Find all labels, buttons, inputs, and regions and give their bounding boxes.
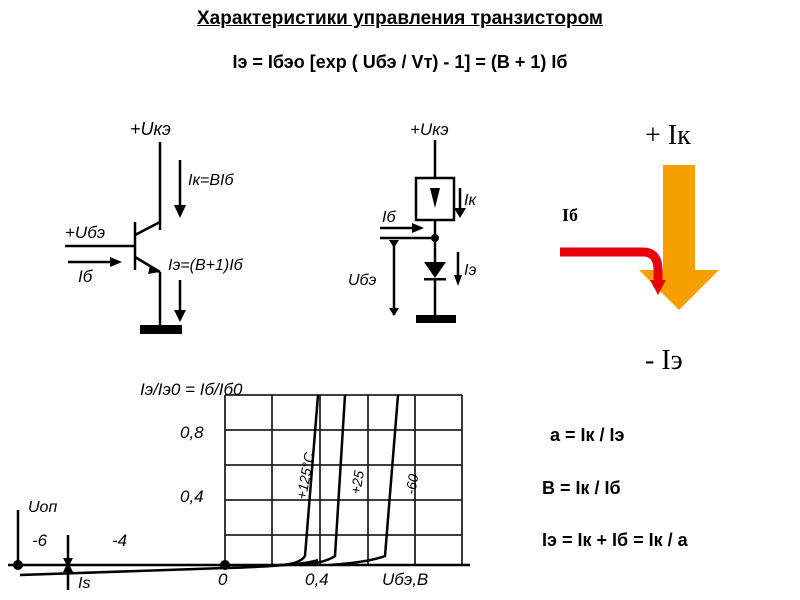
mid-ib-label: Iб xyxy=(382,209,396,226)
uop-label: Uоп xyxy=(28,499,57,516)
chart-xlabel: Uбэ,В xyxy=(382,570,428,589)
base-current-arrow xyxy=(560,247,663,282)
curve-25 xyxy=(299,394,347,567)
alpha-relation: a = Iк / Iэ xyxy=(550,425,625,445)
main-formula: Iэ = Iбэо [exp ( Uбэ / Vт) - 1] = (B + 1… xyxy=(232,52,568,72)
left-input-label: +Uбэ xyxy=(65,223,105,242)
curve-label-125: +125°C xyxy=(293,450,317,500)
minus-ie-label: - Iэ xyxy=(645,345,683,376)
curve-minus60 xyxy=(329,394,400,567)
transistor-circuit-left: +Uкэ Iк=BIб +Uбэ Iб Iэ=(B+1)Iб xyxy=(65,119,244,334)
collector-current-arrow xyxy=(639,165,719,310)
plus-ik-label: + Iк xyxy=(645,120,691,151)
chart-ylabel: Iэ/Iэ0 = Iб/Iб0 xyxy=(140,380,243,399)
mid-supply-label: +Uкэ xyxy=(410,120,449,139)
input-characteristic-chart: Iэ/Iэ0 = Iб/Iб0 0,8 0,4 -6 -4 0 0,4 Uбэ,… xyxy=(8,380,470,592)
sum-relation: Iэ = Iк + Iб = Iк / a xyxy=(542,530,688,550)
left-ie-label: Iэ=(B+1)Iб xyxy=(168,257,244,274)
equivalent-circuit: +Uкэ Iк Iб Iэ Uбэ xyxy=(348,120,477,323)
x-tick-minus6: -6 xyxy=(32,531,48,550)
curve-label-minus60: -60 xyxy=(402,473,421,496)
mid-ube-label: Uбэ xyxy=(348,272,377,289)
x-tick-0: 0 xyxy=(218,570,228,589)
x-tick-04: 0,4 xyxy=(305,570,329,589)
left-supply-label: +Uкэ xyxy=(130,119,171,139)
current-flow-arrows xyxy=(560,165,719,310)
left-ik-label: Iк=BIб xyxy=(188,172,234,189)
beta-relation: B = Iк / Iб xyxy=(542,478,621,498)
curve-label-25: +25 xyxy=(347,469,367,495)
curve-125c xyxy=(279,394,320,567)
x-tick-minus4: -4 xyxy=(112,531,127,550)
left-ib-label: Iб xyxy=(78,267,94,286)
page-title: Характеристики управления транзистором xyxy=(197,8,603,29)
ib-flow-label: Iб xyxy=(562,205,579,225)
is-label: Is xyxy=(78,575,90,592)
y-tick-04: 0,4 xyxy=(180,487,204,506)
mid-ie-label: Iэ xyxy=(464,262,476,279)
mid-ik-label: Iк xyxy=(464,192,477,209)
chart-grid xyxy=(224,394,463,565)
y-tick-08: 0,8 xyxy=(180,423,204,442)
